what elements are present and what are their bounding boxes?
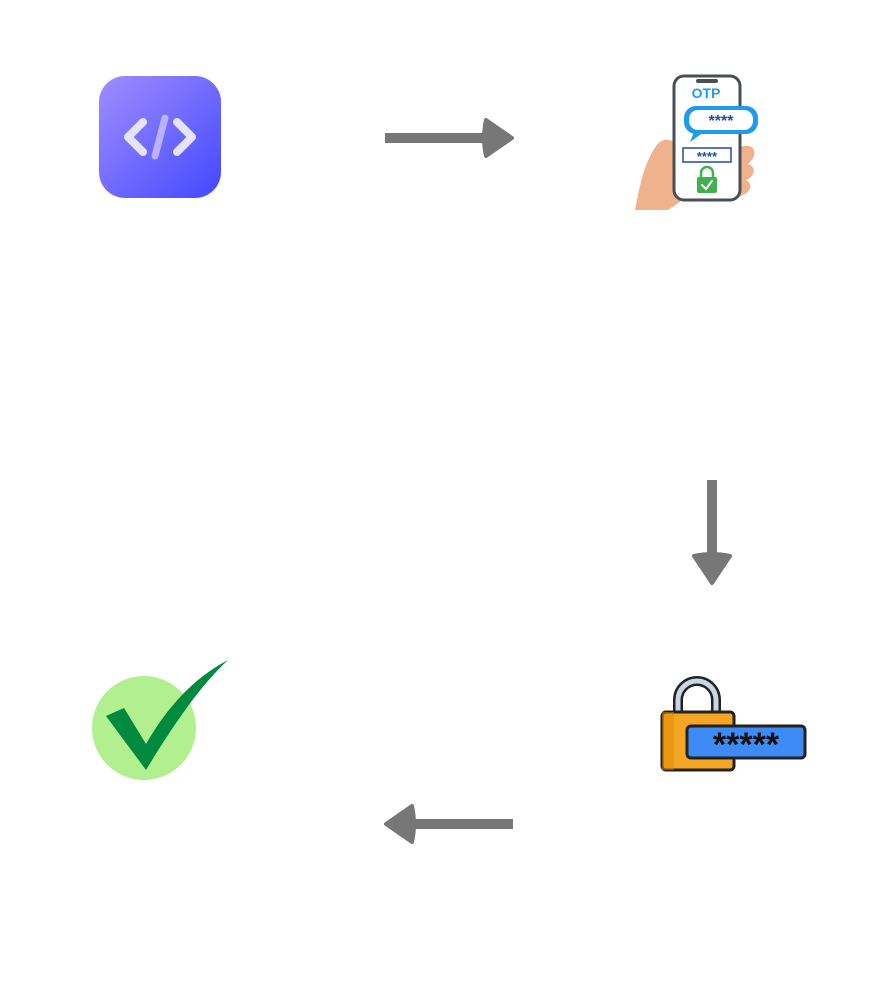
otp-label: OTP (692, 85, 721, 101)
password-lock-icon: ***** (659, 670, 809, 773)
check-mark-icon (90, 658, 230, 784)
arrow-down (690, 478, 734, 588)
code-brackets-icon (99, 76, 221, 198)
otp-mask-top: **** (709, 113, 735, 130)
arrow-right (382, 116, 516, 160)
otp-mask-bottom: **** (697, 149, 718, 164)
arrow-left (382, 802, 516, 846)
password-mask: ***** (713, 726, 780, 764)
phone-otp-icon: OTP **** **** (632, 74, 764, 212)
